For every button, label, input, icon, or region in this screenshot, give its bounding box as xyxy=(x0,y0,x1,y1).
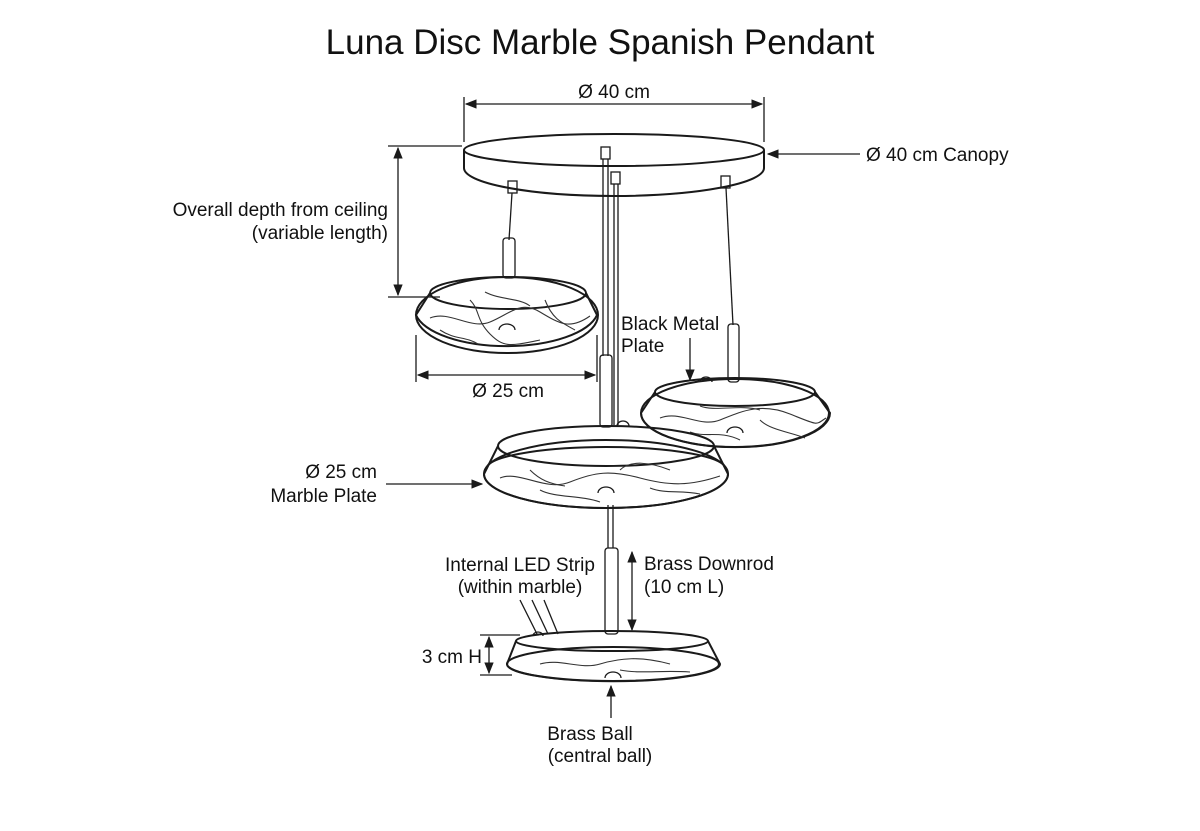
black-plate-label-line1: Black Metal xyxy=(621,314,719,335)
plate-diameter-label: Ø 25 cm xyxy=(472,381,544,402)
pendant-right xyxy=(639,376,832,449)
black-plate-label-line2: Plate xyxy=(621,336,664,357)
led-strip-leaders xyxy=(519,599,559,635)
downrod-label-line1: Brass Downrod xyxy=(644,554,774,575)
depth-dimension xyxy=(388,145,462,298)
brass-ball-label-line1: Brass Ball xyxy=(547,724,633,745)
led-strip-label-line2: (within marble) xyxy=(458,577,583,598)
marble-plate-label-line1: Ø 25 cm xyxy=(305,462,377,483)
canopy-dimension xyxy=(463,97,765,142)
diagram-title: Luna Disc Marble Spanish Pendant xyxy=(326,23,875,62)
height-dimension xyxy=(480,634,520,676)
downrod-label-line2: (10 cm L) xyxy=(644,577,724,598)
suspension-cables xyxy=(507,146,734,548)
canopy-diameter-label: Ø 40 cm xyxy=(578,82,650,103)
marble-plate-label-line2: Marble Plate xyxy=(270,486,377,507)
depth-label-line2: (variable length) xyxy=(252,223,388,244)
pendant-bottom xyxy=(505,630,722,683)
canopy-label: Ø 40 cm Canopy xyxy=(866,145,1009,166)
pendant-upper-left xyxy=(414,276,599,354)
height-label: 3 cm H xyxy=(422,647,482,668)
plate-dimension xyxy=(415,335,598,382)
led-strip-label-line1: Internal LED Strip xyxy=(445,555,595,576)
pendant-center xyxy=(482,420,730,509)
depth-label-line1: Overall depth from ceiling xyxy=(173,200,388,221)
brass-ball-label-line2: (central ball) xyxy=(548,746,653,767)
